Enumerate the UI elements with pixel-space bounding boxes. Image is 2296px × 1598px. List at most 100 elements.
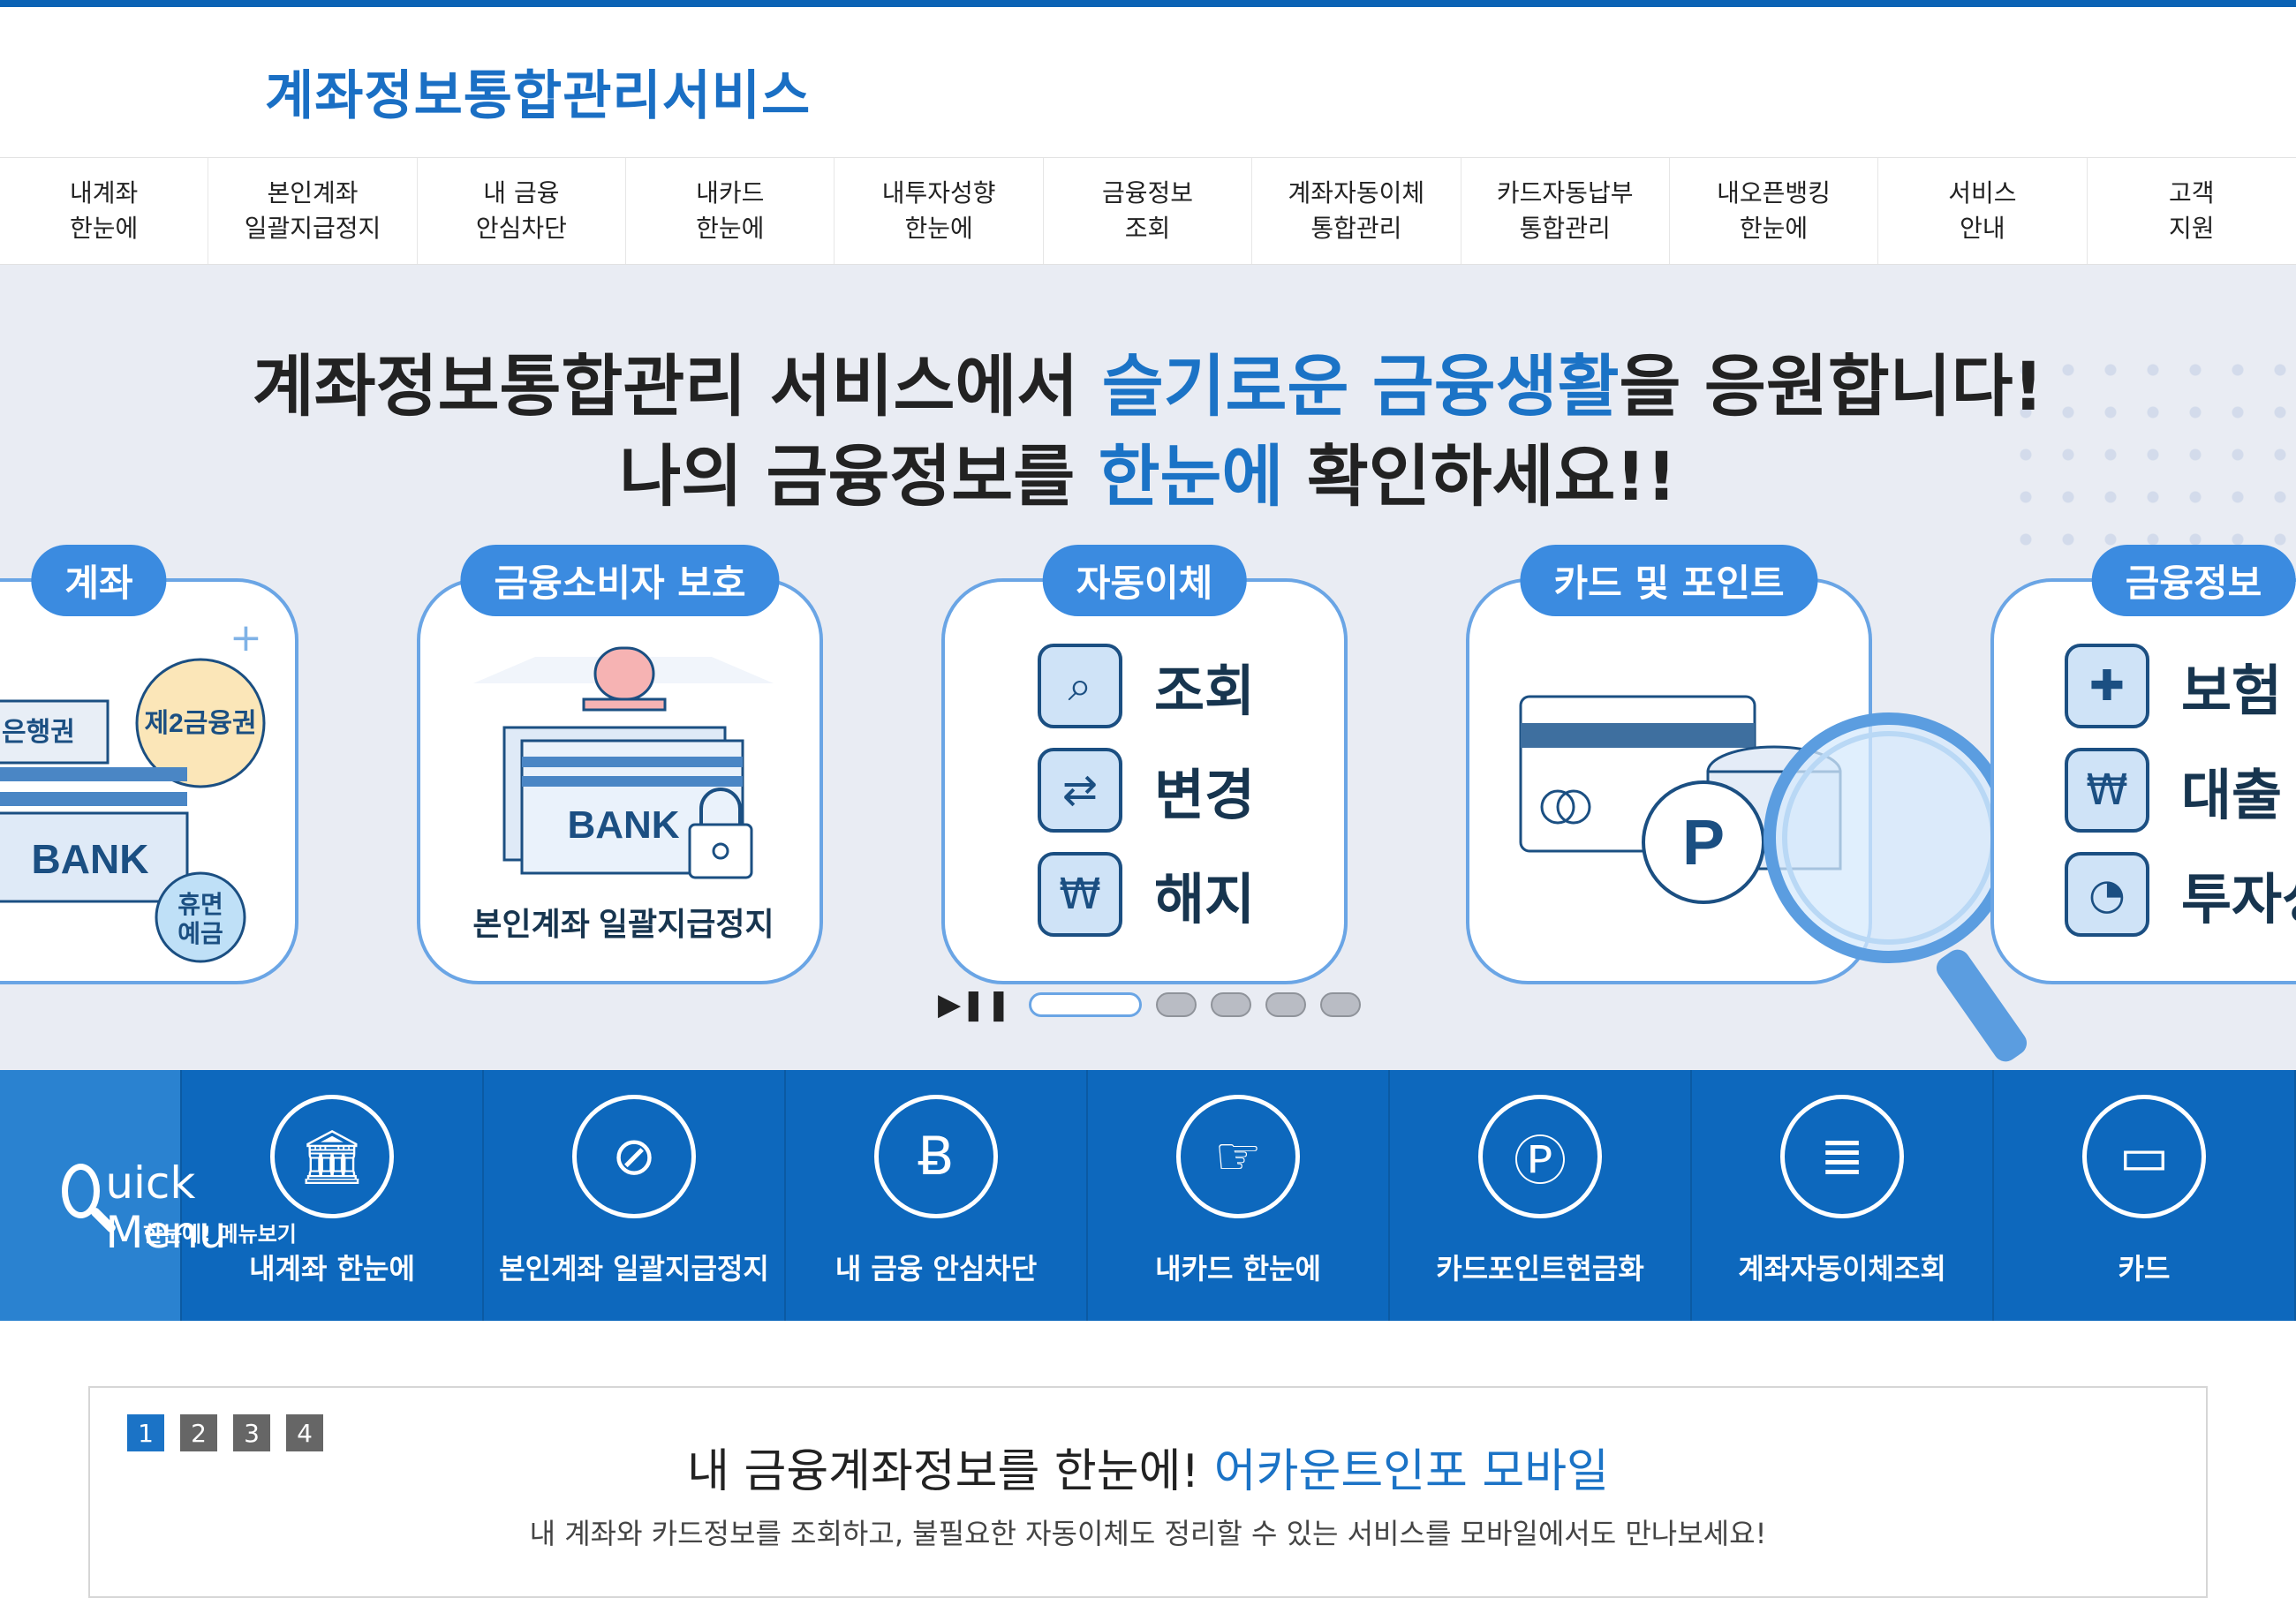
hero-highlight: 슬기로운 금융생활 [1101,347,1620,426]
quick-label: 내 금융 안심차단 [835,1252,1038,1285]
slide-indicator-4[interactable] [1265,992,1307,1017]
pie-chart-icon: ◔ [2065,852,2149,937]
card-point-icon: Ⓟ [1478,1095,1602,1218]
finance-info-list: ✚보험 ₩대출 ◔투자성 [2065,644,2296,956]
account-illustration: 은행권 제2금융권 BANK 휴면 예금 + [0,615,266,963]
hero-headline-2: 나의 금융정보를 한눈에 확인하세요!! [0,422,2296,519]
label-bank-sector: 은행권 [2,718,75,747]
auto-transfer-list: ⌕조회 ⇄변경 ₩해지 [1038,644,1255,956]
quick-my-card[interactable]: ☞내카드 한눈에 [1088,1070,1390,1321]
nav-label-line1: 고객 [2169,178,2215,207]
hero-banner: 계좌정보통합관리 서비스에서 슬기로운 금융생활을 응원합니다! 나의 금융정보… [0,265,2296,1070]
slide-indicator-2[interactable] [1156,992,1197,1017]
row-change: ⇄변경 [1038,748,1255,833]
nav-label-line2: 통합관리 [1519,214,1611,243]
quick-card[interactable]: ▭카드 [1994,1070,2296,1321]
quick-card-point-cash[interactable]: Ⓟ 카드포인트현금화 [1390,1070,1692,1321]
row-label: 조회 [1154,659,1256,723]
hero-card-consumer-protection[interactable]: 금융소비자 보호 BANK 본인계좌 일괄지급정지 [417,545,823,984]
mobile-promo-box: 1 2 3 4 내 금융계좌정보를 한눈에! 어카운트인포 모바일 내 계좌와 … [88,1386,2208,1598]
nav-label-line2: 지원 [2169,214,2215,243]
quick-menu-title-text: uick Menu [105,1157,227,1258]
nav-label-line1: 본인계좌 [267,178,359,207]
hero-card-account[interactable]: 계좌 은행권 제2금융권 BANK 휴면 예금 + [0,545,298,984]
quick-menu-title: uick Menu 한눈에! 메뉴보기 [62,1157,297,1258]
slide-indicator-1[interactable] [1029,992,1143,1017]
bank-icon: 🏛 [270,1095,394,1218]
hero-text: 계좌정보통합관리 서비스에서 [252,347,1102,426]
row-insurance: ✚보험 [2065,644,2296,728]
hero-text: 확인하세요!! [1283,437,1677,516]
quick-auto-transfer[interactable]: ≣계좌자동이체조회 [1692,1070,1994,1321]
quick-label: 내계좌 한눈에 [249,1252,415,1285]
page-button-1[interactable]: 1 [127,1414,164,1451]
quick-label: 카드포인트현금화 [1436,1252,1644,1285]
nav-label-line2: 한눈에 [1739,214,1809,243]
page-button-3[interactable]: 3 [233,1414,270,1451]
card-tag: 금융소비자 보호 [460,545,780,616]
nav-label-line2: 한눈에 [70,214,139,243]
row-loan: ₩ 대출 [2065,748,2296,833]
shield-icon: ✚ [2065,644,2149,728]
hand-coin-icon: ₩ [2065,748,2149,833]
label-dormant-1: 휴면 [177,891,223,918]
slide-indicator-5[interactable] [1320,992,1362,1017]
page-button-4[interactable]: 4 [286,1414,323,1451]
promo-title-text: 내 금융계좌정보를 한눈에! [687,1445,1214,1498]
play-pause-icon[interactable]: ▶❚❚ [938,987,1012,1022]
dot-pattern-decoration [2005,349,2296,569]
slider-controls: ▶❚❚ [938,987,1375,1022]
nav-label-line2: 일괄지급정지 [244,214,381,243]
quick-payment-stop[interactable]: ⊘본인계좌 일괄지급정지 [484,1070,786,1321]
quick-label: 내카드 한눈에 [1155,1252,1321,1285]
nav-label-line1: 내 금융 [483,178,560,207]
nav-label-line2: 한눈에 [696,214,765,243]
hero-text: 나의 금융정보를 [619,437,1099,516]
quick-label: 카드 [2118,1252,2171,1285]
svg-text:+: + [230,615,262,660]
row-label: 대출 [2181,763,2283,827]
hero-card-finance-info[interactable]: 금융정보 ✚보험 ₩대출 ◔투자성 [1990,545,2296,984]
nav-label-line1: 금융정보 [1101,178,1193,207]
nav-label-line1: 서비스 [1948,178,2017,207]
point-symbol: P [1682,808,1725,878]
top-accent-bar [0,0,2296,7]
nav-label-line2: 한눈에 [904,214,973,243]
nav-label-line1: 내투자성향 [881,178,996,207]
row-inquiry: ⌕ 조회 [1038,644,1255,728]
nav-label-line2: 조회 [1124,214,1171,243]
document-search-icon: ⌕ [1038,644,1122,728]
promo-pager: 1 2 3 4 [127,1414,339,1451]
quick-menu-bar: uick Menu 한눈에! 메뉴보기 🏛 내계좌 한눈에 ⊘본인계좌 일괄지급정… [0,1070,2296,1321]
hero-card-auto-transfer[interactable]: 자동이체 ⌕조회 ⇄변경 ₩해지 [941,545,1348,984]
card-point-illustration: P [1519,695,2028,1062]
slide-indicator-3[interactable] [1211,992,1252,1017]
nav-label-line1: 카드자동납부 [1496,178,1634,207]
quick-my-account[interactable]: 🏛 내계좌 한눈에 [182,1070,484,1321]
magnifier-icon [62,1164,101,1218]
site-logo[interactable]: 계좌정보통합관리서비스 [265,65,812,127]
nav-label-line1: 내계좌 [70,178,139,207]
nav-label-line1: 내카드 [696,178,765,207]
label-second-finance: 제2금융권 [144,709,256,738]
card-tag: 금융정보 [2091,545,2296,616]
hero-card-card-points[interactable]: 카드 및 포인트 P [1466,545,2028,1062]
promo-title: 내 금융계좌정보를 한눈에! 어카운트인포 모바일 [90,1434,2206,1500]
transfer-icon: ≣ [1780,1095,1904,1218]
page-button-2[interactable]: 2 [180,1414,217,1451]
quick-menu-subtitle: 한눈에! 메뉴보기 [143,1222,297,1247]
piggy-bank-icon: ₩ [1038,852,1122,937]
